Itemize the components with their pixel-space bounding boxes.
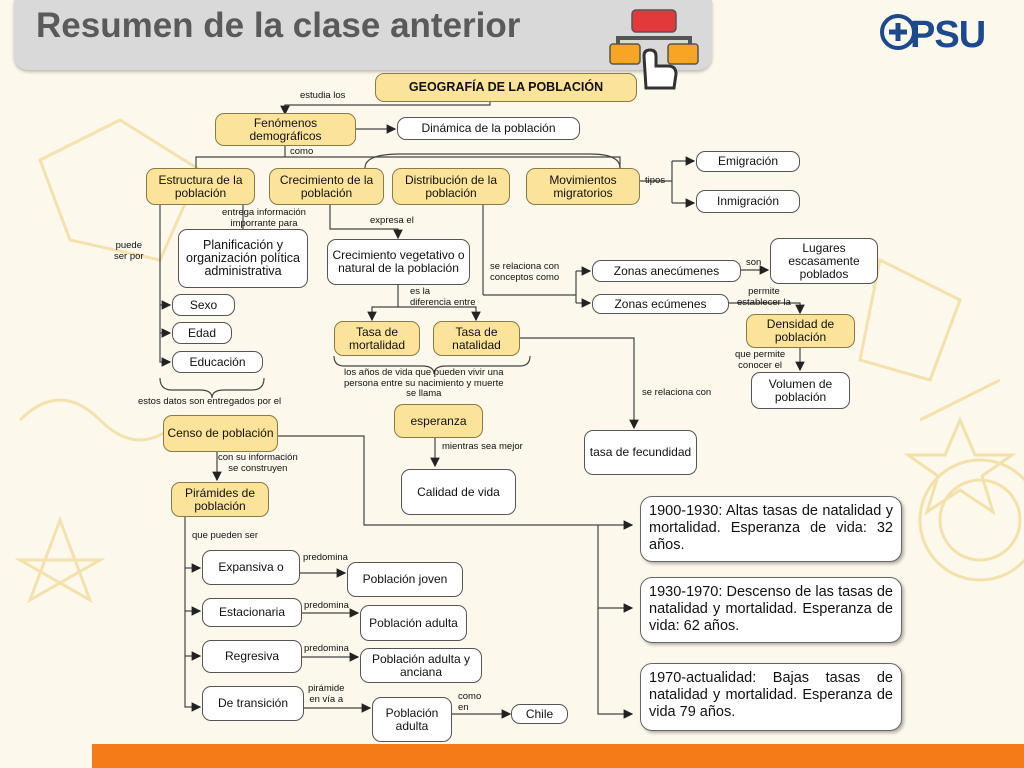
node-lugares-escasamente-poblados: Lugares escasamente poblados bbox=[770, 238, 878, 284]
label-entrega-informacion: entrega información imporrante para bbox=[222, 207, 306, 229]
node-de-transicion: De transición bbox=[202, 686, 304, 721]
pointer-hand-icon bbox=[609, 9, 699, 90]
label-se-relaciona-conceptos: se relaciona con conceptos como bbox=[490, 261, 560, 283]
node-volumen-poblacion: Volumen de población bbox=[751, 372, 850, 409]
node-educacion: Educación bbox=[172, 351, 263, 373]
footer-bar bbox=[92, 744, 1024, 768]
label-es-la-diferencia: es la diferencia entre bbox=[410, 286, 476, 308]
node-planificacion: Planificación y organización política ad… bbox=[178, 229, 308, 288]
label-como-en: como en bbox=[458, 691, 482, 713]
node-zonas-ecumenes: Zonas ecúmenes bbox=[592, 294, 729, 314]
label-anos-de-vida: los años de vida que pueden vivir una pe… bbox=[344, 367, 504, 399]
node-crecimiento-poblacion: Crecimiento de la población bbox=[269, 168, 384, 205]
label-piramide-en-via: pirámide en vía a bbox=[308, 683, 345, 705]
label-tipos: tipos bbox=[645, 175, 666, 186]
psu-logo-text: PSU bbox=[910, 14, 986, 56]
node-tasa-mortalidad: Tasa de mortalidad bbox=[334, 321, 420, 356]
node-expansiva: Expansiva o bbox=[202, 550, 300, 585]
label-son: son bbox=[746, 257, 762, 268]
node-esperanza: esperanza bbox=[394, 404, 483, 438]
node-zonas-anecumenes: Zonas anecúmenes bbox=[592, 260, 741, 282]
node-fenomenos-demograficos: Fenómenos demográficos bbox=[215, 113, 356, 146]
label-que-pueden-ser: que pueden ser bbox=[192, 530, 259, 541]
node-geografia-poblacion: GEOGRAFÍA DE LA POBLACIÓN bbox=[375, 73, 637, 102]
period-box-1900-1930: 1900-1930: Altas tasas de natalidad y mo… bbox=[640, 496, 902, 562]
node-poblacion-joven: Población joven bbox=[347, 562, 463, 597]
node-estacionaria: Estacionaria bbox=[202, 598, 302, 627]
node-poblacion-adulta-2: Población adulta bbox=[372, 697, 452, 742]
plus-circle-icon bbox=[880, 14, 916, 50]
node-tasa-fecundidad: tasa de fecundidad bbox=[584, 430, 697, 475]
node-tasa-natalidad: Tasa de natalidad bbox=[433, 321, 520, 356]
node-chile: Chile bbox=[511, 704, 568, 724]
node-crecimiento-vegetativo: Crecimiento vegetativo o natural de la p… bbox=[327, 239, 470, 285]
node-distribucion-poblacion: Distribución de la población bbox=[392, 168, 510, 205]
label-se-relaciona-con: se relaciona con bbox=[642, 387, 712, 398]
label-predomina-1: predomina bbox=[303, 552, 348, 563]
page-title: Resumen de la clase anterior bbox=[36, 6, 521, 45]
period-box-1970-actualidad: 1970-actualidad: Bajas tasas de natalida… bbox=[640, 663, 902, 731]
node-poblacion-adulta-anciana: Población adulta y anciana bbox=[360, 648, 482, 683]
node-dinamica-poblacion: Dinámica de la población bbox=[397, 117, 580, 140]
node-inmigracion: Inmigración bbox=[696, 190, 800, 213]
node-calidad-vida: Calidad de vida bbox=[401, 469, 516, 515]
node-estructura-poblacion: Estructura de la población bbox=[146, 168, 255, 205]
label-con-su-informacion: con su información se construyen bbox=[218, 452, 298, 474]
node-piramides-poblacion: Pirámides de población bbox=[171, 482, 269, 517]
label-mientras-sea-mejor: mientras sea mejor bbox=[442, 441, 523, 452]
label-expresa-el: expresa el bbox=[370, 215, 414, 226]
psu-logo: PSU bbox=[880, 8, 1000, 60]
node-poblacion-adulta: Población adulta bbox=[360, 605, 467, 641]
label-predomina-2: predomina bbox=[304, 600, 349, 611]
node-movimientos-migratorios: Movimientos migratorios bbox=[526, 168, 640, 205]
node-sexo: Sexo bbox=[172, 294, 235, 316]
node-emigracion: Emigración bbox=[696, 151, 800, 172]
period-box-1930-1970: 1930-1970: Descenso de las tasas de nata… bbox=[640, 577, 902, 643]
node-censo-poblacion: Censo de población bbox=[163, 415, 278, 452]
label-permite-establecer: permite establecer la bbox=[737, 286, 791, 308]
label-como: como bbox=[290, 146, 314, 157]
label-estudia-los: estudia los bbox=[300, 90, 346, 101]
title-bar: Resumen de la clase anterior bbox=[14, 0, 712, 70]
label-que-permite-conocer: que permite conocer el bbox=[735, 349, 786, 371]
node-edad: Edad bbox=[172, 322, 232, 344]
node-densidad-poblacion: Densidad de población bbox=[746, 314, 855, 348]
label-predomina-3: predomina bbox=[304, 643, 349, 654]
label-puede-ser-por: puede ser por bbox=[114, 240, 144, 262]
label-estos-datos: estos datos son entregados por el bbox=[138, 396, 282, 407]
node-regresiva: Regresiva bbox=[202, 640, 302, 673]
